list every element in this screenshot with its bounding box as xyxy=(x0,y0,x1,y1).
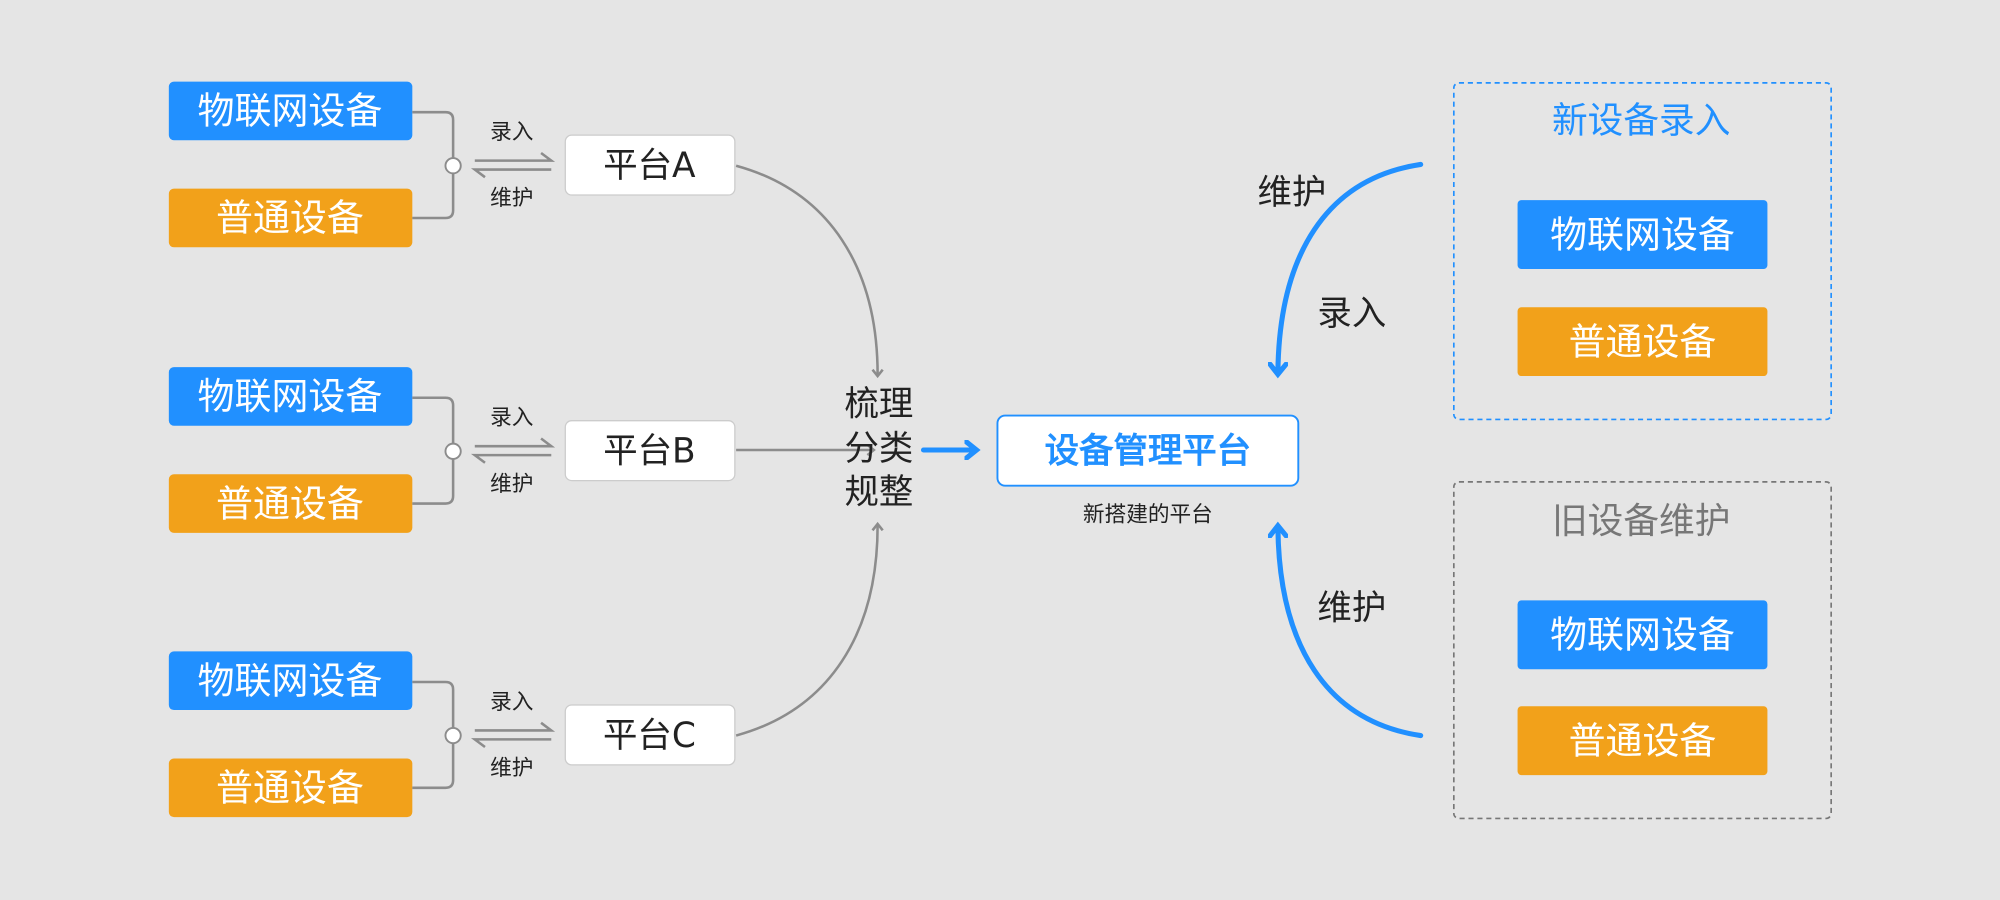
platform-box xyxy=(564,704,736,766)
left-group-b: 物联网设备 普通设备 录入 维护 平台B xyxy=(168,367,736,533)
normal-device-label: 普通设备 xyxy=(1569,320,1717,363)
center-platform-subtitle: 新搭建的平台 xyxy=(1083,502,1213,527)
new-devices-flow-curve xyxy=(1278,161,1424,372)
iot-device-box xyxy=(168,651,413,711)
iot-device-box xyxy=(168,81,413,141)
enter-label: 录入 xyxy=(490,690,533,715)
merge-label-line-2: 分类 xyxy=(844,429,913,469)
iot-device-label: 物联网设备 xyxy=(198,375,383,418)
normal-device-box xyxy=(168,474,413,533)
enter-arrow xyxy=(474,721,556,732)
iot-device-label: 物联网设备 xyxy=(1550,213,1735,256)
normal-device-box xyxy=(1517,307,1768,377)
left-group-c: 物联网设备 普通设备 录入 维护 平台C xyxy=(168,651,736,818)
bottom-maintain-label: 维护 xyxy=(1317,589,1386,629)
center-platform-box xyxy=(996,414,1300,487)
iot-device-label: 物联网设备 xyxy=(198,659,383,702)
old-device-maintenance-group: 旧设备维护 物联网设备 普通设备 xyxy=(1452,481,1832,820)
left-group-a: 物联网设备 普通设备 录入 维护 平台A xyxy=(168,81,736,248)
group-title: 新设备录入 xyxy=(1552,101,1730,142)
enter-arrow xyxy=(474,437,556,448)
maintain-label: 维护 xyxy=(490,186,533,211)
normal-device-label: 普通设备 xyxy=(1569,719,1717,762)
maintain-label: 维护 xyxy=(490,756,533,781)
merge-label-line-1: 梳理 xyxy=(844,385,913,425)
iot-device-box xyxy=(168,367,413,426)
enter-label: 录入 xyxy=(490,406,533,431)
iot-device-label: 物联网设备 xyxy=(1550,614,1735,657)
top-enter-label: 录入 xyxy=(1317,294,1386,334)
junction-node xyxy=(444,726,462,745)
new-device-entry-group: 新设备录入 物联网设备 普通设备 xyxy=(1452,82,1832,421)
normal-device-label: 普通设备 xyxy=(216,197,364,240)
group-title: 旧设备维护 xyxy=(1552,501,1730,542)
normal-device-label: 普通设备 xyxy=(216,482,364,525)
iot-device-box xyxy=(1517,600,1768,670)
normal-device-box xyxy=(168,758,413,818)
flow-c-curve xyxy=(735,521,884,737)
junction-node xyxy=(444,157,462,175)
platform-label: 平台A xyxy=(603,146,696,186)
normal-device-box xyxy=(1517,706,1768,776)
enter-label: 录入 xyxy=(490,120,533,145)
platform-box xyxy=(564,420,736,482)
maintain-label: 维护 xyxy=(490,472,533,497)
flow-a-curve xyxy=(735,164,884,379)
normal-device-label: 普通设备 xyxy=(216,767,364,810)
platform-label: 平台B xyxy=(603,432,695,472)
maintain-arrow xyxy=(470,453,552,464)
old-devices-flow-curve xyxy=(1278,528,1424,739)
top-maintain-label: 维护 xyxy=(1258,173,1327,213)
enter-arrow xyxy=(474,151,556,162)
merge-label-line-3: 规整 xyxy=(844,473,913,513)
normal-device-box xyxy=(168,188,413,248)
center-platform-title: 设备管理平台 xyxy=(1045,432,1251,472)
junction-node xyxy=(444,442,462,460)
platform-label: 平台C xyxy=(603,716,696,756)
iot-device-box xyxy=(1517,200,1768,269)
maintain-arrow xyxy=(470,738,552,749)
maintain-arrow xyxy=(470,168,552,179)
platform-box xyxy=(564,134,736,196)
iot-device-label: 物联网设备 xyxy=(198,90,383,133)
